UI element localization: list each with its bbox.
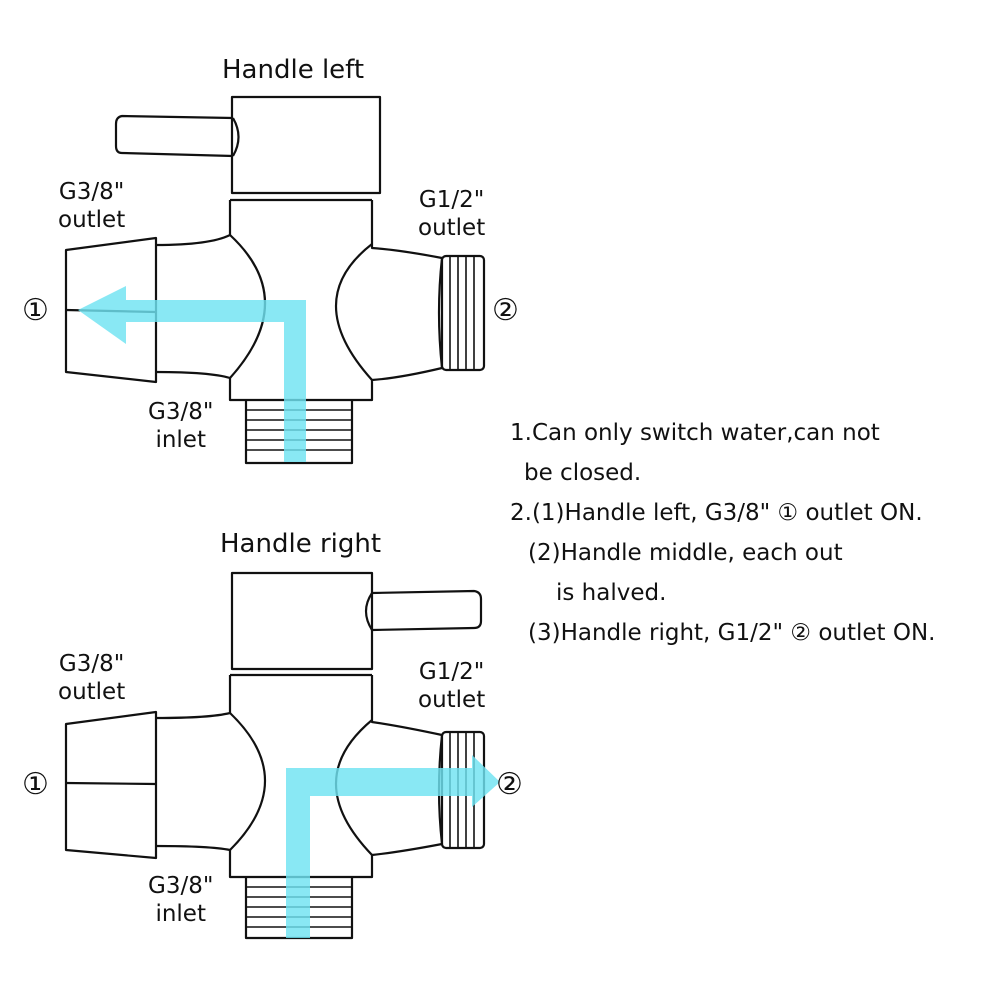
right-outlet-size: G1/2" bbox=[418, 187, 485, 213]
right-outlet-size: G1/2" bbox=[418, 659, 485, 685]
note-line: (3)Handle right, G1/2" ② outlet ON. bbox=[528, 620, 936, 646]
right-outlet-label: G1/2" outlet bbox=[418, 658, 485, 714]
outlet-marker-2: ② bbox=[496, 767, 523, 802]
right-outlet-word: outlet bbox=[418, 215, 486, 241]
left-outlet-label: G3/8" outlet bbox=[58, 178, 125, 234]
left-outlet-size: G3/8" bbox=[58, 651, 125, 677]
outlet-marker-2: ② bbox=[492, 293, 519, 328]
left-outlet-label: G3/8" outlet bbox=[58, 650, 125, 706]
diagram-bottom-title: Handle right bbox=[220, 529, 382, 559]
outlet-marker-1: ① bbox=[22, 767, 49, 802]
inlet-label: G3/8" inlet bbox=[148, 398, 213, 454]
left-outlet-word: outlet bbox=[58, 679, 126, 705]
note-line: 1.Can only switch water,can not bbox=[510, 420, 880, 446]
valve-bottom bbox=[64, 571, 486, 940]
inlet-size: G3/8" bbox=[148, 873, 214, 899]
note-line: (2)Handle middle, each out bbox=[528, 540, 843, 566]
valve-top bbox=[64, 95, 486, 465]
inlet-word: inlet bbox=[155, 427, 206, 453]
note-line: is halved. bbox=[556, 580, 667, 606]
usage-notes: 1.Can only switch water,can not be close… bbox=[510, 413, 935, 653]
flow-arrow-left bbox=[78, 286, 306, 462]
outlet-marker-1: ① bbox=[22, 293, 49, 328]
inlet-size: G3/8" bbox=[148, 399, 214, 425]
left-outlet-word: outlet bbox=[58, 207, 126, 233]
inlet-label: G3/8" inlet bbox=[148, 872, 213, 928]
note-line: 2.(1)Handle left, G3/8" ① outlet ON. bbox=[510, 500, 923, 526]
inlet-word: inlet bbox=[155, 901, 206, 927]
right-outlet-label: G1/2" outlet bbox=[418, 186, 485, 242]
flow-arrow-right bbox=[286, 755, 500, 938]
diagram-top-title: Handle left bbox=[222, 55, 365, 85]
note-line: be closed. bbox=[524, 460, 642, 486]
left-outlet-size: G3/8" bbox=[58, 179, 125, 205]
right-outlet-word: outlet bbox=[418, 687, 486, 713]
